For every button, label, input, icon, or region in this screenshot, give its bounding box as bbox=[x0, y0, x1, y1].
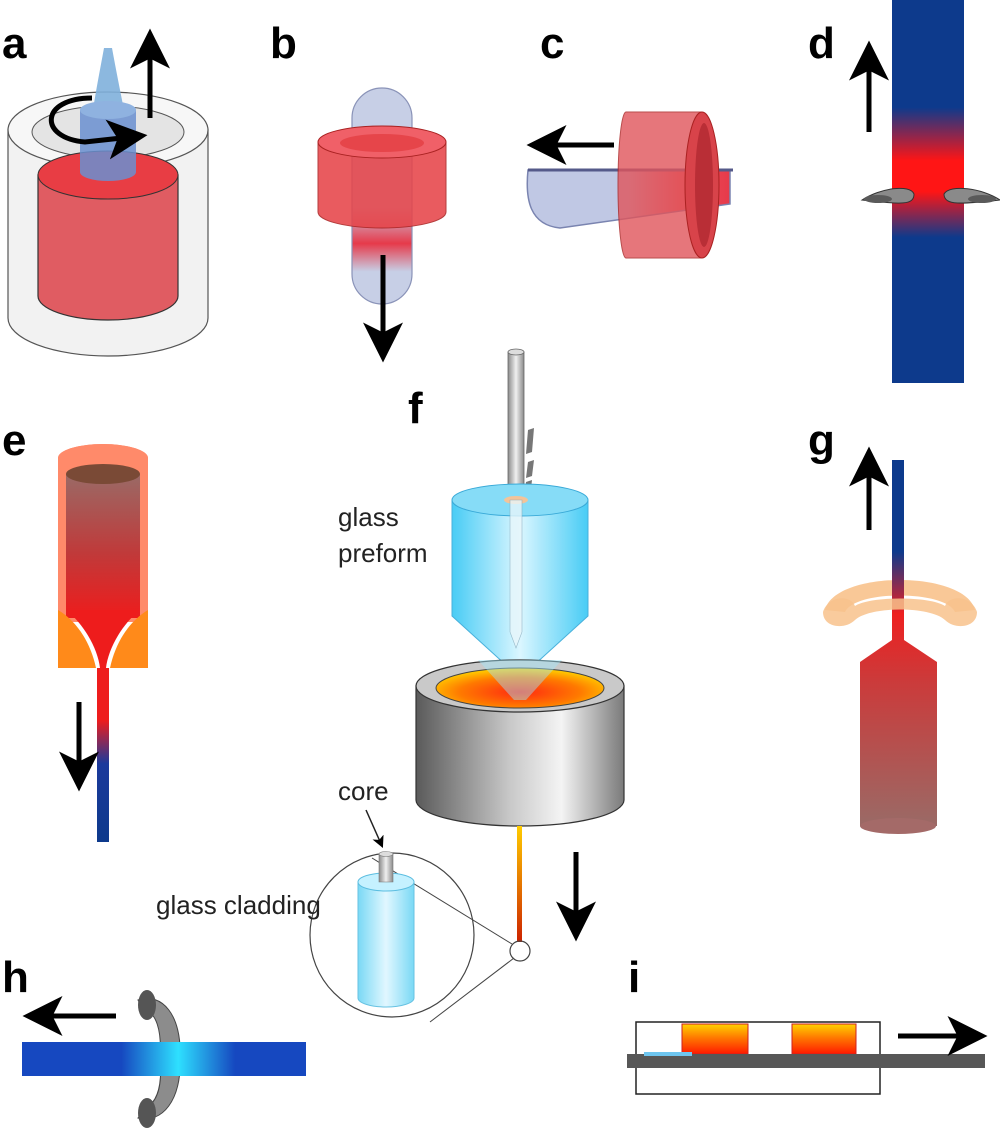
preform-cone-tip bbox=[478, 660, 562, 700]
heater-left-nozzle bbox=[864, 195, 892, 203]
substrate-rail bbox=[627, 1054, 985, 1068]
rotation-arrow-icon bbox=[48, 95, 148, 160]
panel-d: d bbox=[808, 0, 1000, 383]
preform-core-rod bbox=[509, 499, 523, 649]
heater-bottom-nozzle bbox=[138, 1098, 156, 1128]
drawn-fiber bbox=[97, 668, 109, 842]
nozzle-heater-left bbox=[58, 610, 96, 668]
panel-label-i: i bbox=[628, 953, 640, 1002]
glass-preform-label-line1: glass bbox=[338, 502, 399, 532]
preform-bottom bbox=[860, 818, 936, 834]
panel-e: e bbox=[2, 416, 148, 842]
crucible-rim bbox=[58, 444, 148, 472]
heater-block-2 bbox=[791, 1023, 857, 1055]
core-pointer-icon bbox=[365, 809, 384, 849]
panel-label-d: d bbox=[808, 19, 835, 68]
panel-label-f: f bbox=[408, 384, 423, 433]
panel-g: g bbox=[808, 416, 977, 834]
nozzle-heater-right bbox=[110, 610, 148, 668]
heater-ring-front bbox=[823, 598, 977, 627]
panel-h: h bbox=[2, 953, 306, 1128]
core-cylinder bbox=[378, 853, 394, 883]
heater-ring bbox=[317, 141, 447, 229]
molten-glass bbox=[66, 474, 140, 618]
cladding-cylinder bbox=[357, 881, 415, 1008]
rod-clamp-1 bbox=[526, 428, 534, 454]
thin-film bbox=[644, 1052, 692, 1056]
heater-ring-back bbox=[825, 580, 975, 612]
panel-label-a: a bbox=[2, 19, 27, 68]
heater-block-1 bbox=[681, 1023, 749, 1055]
crystal-seed bbox=[80, 110, 136, 181]
furnace-ring bbox=[617, 111, 703, 259]
zoom-line-bottom bbox=[429, 957, 515, 1023]
panel-label-h: h bbox=[2, 953, 29, 1002]
panel-label-g: g bbox=[808, 416, 835, 465]
panel-label-e: e bbox=[2, 416, 26, 465]
molten-surface bbox=[66, 464, 140, 484]
glass-preform-label-line2: preform bbox=[338, 538, 428, 568]
panel-label-b: b bbox=[270, 19, 297, 68]
panel-b: b bbox=[270, 19, 447, 363]
nozzle-neck bbox=[66, 610, 140, 668]
panel-c: c bbox=[526, 19, 733, 259]
heater-hole bbox=[340, 134, 424, 152]
panel-a: a bbox=[2, 19, 209, 357]
zoom-spot bbox=[509, 940, 531, 962]
furnace-hot-zone bbox=[435, 667, 605, 709]
glass-rod bbox=[22, 1042, 306, 1076]
feed-rod-top bbox=[507, 348, 525, 356]
core-label: core bbox=[338, 776, 389, 806]
feed-rod bbox=[507, 351, 525, 503]
heater-top-nozzle bbox=[138, 990, 156, 1020]
heater-ring bbox=[137, 998, 181, 1120]
heater-right-nozzle bbox=[968, 195, 996, 203]
panel-i: i bbox=[627, 953, 988, 1095]
panel-label-c: c bbox=[540, 19, 564, 68]
rod-clamp-2 bbox=[526, 460, 534, 478]
optical-fiber bbox=[517, 826, 522, 942]
glass-cladding-label: glass cladding bbox=[156, 890, 321, 920]
seed-neck bbox=[93, 48, 124, 110]
core-top bbox=[378, 851, 394, 857]
furnace-bore bbox=[695, 123, 713, 247]
furnace-body bbox=[415, 685, 625, 827]
melt-cylinder bbox=[37, 174, 179, 321]
seed-top bbox=[80, 101, 136, 119]
zoom-line-top bbox=[371, 857, 513, 945]
fiber-taper bbox=[860, 460, 937, 826]
panel-f: f glass preform core glass cladding bbox=[156, 348, 625, 1023]
